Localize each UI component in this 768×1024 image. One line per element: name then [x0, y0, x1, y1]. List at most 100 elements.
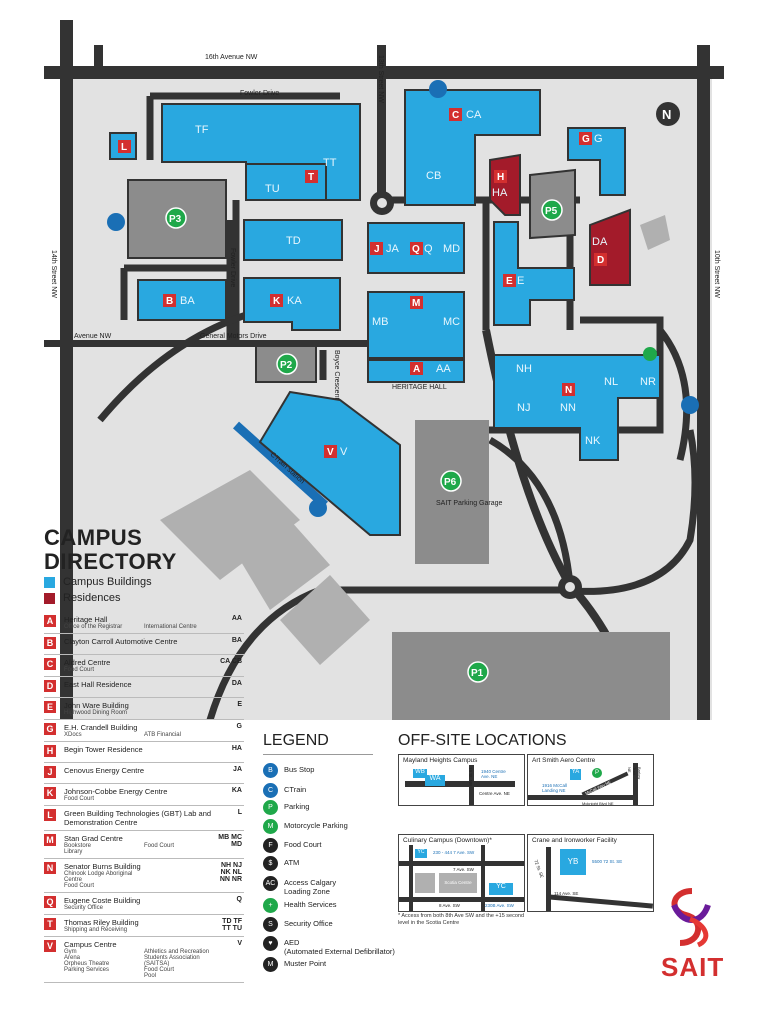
mayland-road2: 19 St. NE	[468, 767, 473, 787]
svg-text:NK: NK	[585, 435, 601, 447]
offsite-crane-facility[interactable]: Crane and Ironworker Facility YB 5500 72…	[527, 834, 654, 912]
svg-text:BA: BA	[180, 295, 195, 307]
svg-text:A: A	[413, 364, 420, 375]
sait-wordmark: SAIT	[661, 952, 725, 982]
svg-text:CA: CA	[466, 109, 482, 121]
directory-building-code: Q	[236, 896, 242, 903]
directory-building-name: Begin Tower Residence	[64, 745, 143, 754]
directory-title-line2: DIRECTORY	[44, 549, 177, 574]
residence-east-hall[interactable]	[589, 208, 631, 286]
svg-text:V: V	[327, 447, 334, 458]
atm-icon: $	[263, 856, 278, 871]
directory-building-code: TD TF TT TU	[222, 918, 242, 932]
aed-icon: ♥	[263, 936, 278, 951]
directory-letter-badge: V	[44, 940, 56, 952]
directory-letter-badge: J	[44, 766, 56, 778]
directory-services-1: Gym Arena Orpheus Theatre Parking Servic…	[64, 949, 110, 973]
bus-stop-icon: B	[263, 763, 278, 778]
mayland-address: 1940 Centre Ave. NE	[481, 769, 506, 779]
legend-label: Motorcycle Parking	[284, 821, 348, 830]
svg-text:JA: JA	[386, 243, 400, 255]
parking-garage-p6[interactable]	[415, 420, 489, 564]
svg-text:NL: NL	[604, 376, 618, 388]
svg-text:N: N	[565, 385, 572, 396]
svg-text:Q: Q	[412, 244, 420, 255]
legend-label: Bus Stop	[284, 765, 315, 774]
residence-swatch	[44, 592, 55, 604]
svg-text:TT: TT	[323, 157, 337, 169]
crane-building-yb: YB	[560, 849, 586, 875]
road-13th-street	[377, 45, 386, 195]
legend-divider	[263, 754, 373, 755]
svg-text:G: G	[582, 134, 590, 145]
legend-label: AED (Automated External Defibrillator)	[284, 938, 395, 956]
svg-text:D: D	[597, 255, 604, 266]
directory-letter-badge: B	[44, 637, 56, 649]
svg-text:HA: HA	[492, 187, 508, 199]
directory-building-name: Campus Centre	[64, 940, 117, 949]
directory-services-2: Athletics and Recreation Students Associ…	[144, 949, 210, 979]
legend-label: Security Office	[284, 919, 333, 928]
directory-title: CAMPUS DIRECTORY	[44, 526, 177, 574]
aero-building: YA	[570, 769, 581, 780]
directory-building-name: Thomas Riley Building	[64, 918, 139, 927]
legend-item: ♥ AED (Automated External Defibrillator)	[263, 936, 395, 956]
directory-letter-badge: G	[44, 723, 56, 735]
road-general-motors	[44, 340, 464, 347]
directory-services-1: Food Court	[64, 667, 95, 673]
directory-services-1: Chinook Lodge Aboriginal Centre Food Cou…	[64, 871, 133, 889]
svg-text:NJ: NJ	[517, 402, 530, 414]
culinary-address2: 230B Ave. SW	[485, 903, 514, 908]
svg-text:V: V	[340, 446, 348, 458]
mayland-building-wa: WA	[425, 775, 445, 786]
directory-services-1: XDocs	[64, 732, 82, 738]
directory-building-name: Cenovus Energy Centre	[64, 766, 145, 775]
offsite-culinary-campus[interactable]: Culinary Campus (Downtown)* YC 230 - 444…	[398, 834, 525, 912]
directory-building-code: G	[236, 723, 242, 730]
directory-building-code: HA	[231, 745, 242, 752]
parking-lot-p1[interactable]	[392, 632, 670, 720]
street-label-14th-st: 14th Street NW	[50, 250, 57, 298]
aero-caption: Art Smith Aero Centre	[532, 757, 596, 764]
svg-text:TF: TF	[195, 124, 209, 136]
directory-services-2	[144, 667, 224, 673]
offsite-mayland-heights[interactable]: Mayland Heights Campus WB WA 1940 Centre…	[398, 754, 525, 806]
svg-text:NN: NN	[560, 402, 576, 414]
directory-services-2: International Centre	[144, 624, 197, 630]
motorcycle-icon: M	[263, 819, 278, 834]
directory-building-code: MB MC MD	[218, 834, 242, 848]
aero-parking-icon: P	[592, 768, 602, 778]
legend-item: M Motorcycle Parking	[263, 819, 348, 834]
mayland-caption: Mayland Heights Campus	[403, 757, 478, 764]
mayland-building-wb: WB	[413, 769, 427, 778]
legend-label: Parking	[284, 802, 310, 811]
legend-label: Food Court	[284, 840, 322, 849]
svg-text:TU: TU	[265, 183, 280, 195]
offsite-aero-centre[interactable]: Art Smith Aero Centre YA P 1916 McCall L…	[527, 754, 654, 806]
ctrain-icon: C	[263, 783, 278, 798]
ctrain-line	[232, 421, 329, 509]
culinary-scotia-centre: Scotia Centre	[439, 873, 477, 893]
parking-garage-label: SAIT Parking Garage	[436, 500, 503, 507]
directory-building-name: Clayton Carroll Automotive Centre	[64, 637, 178, 646]
